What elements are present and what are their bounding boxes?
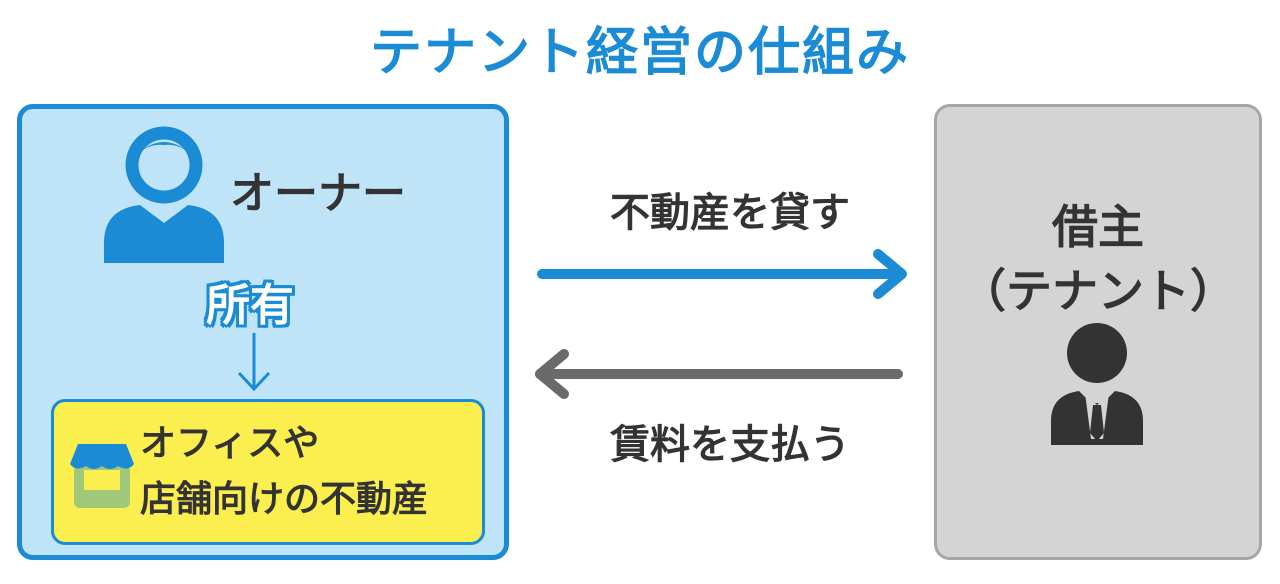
property-label: オフィスや 店舗向けの不動産: [140, 416, 428, 528]
storefront-icon: [70, 444, 134, 508]
arrow-down-icon: [237, 333, 271, 392]
pay-label: 賃料を支払う: [610, 422, 850, 468]
arrow-right-icon: [537, 249, 907, 299]
diagram-title: テナント経営の仕組み: [369, 23, 910, 83]
ownership-label: 所有: [206, 280, 294, 331]
property-label-line2: 店舗向けの不動産: [140, 479, 429, 520]
tenant-label: 借主 （テナント）: [937, 195, 1259, 323]
property-box: オフィスや 店舗向けの不動産: [51, 399, 485, 545]
arrow-left-icon: [535, 349, 903, 399]
businessman-icon: [1051, 323, 1143, 445]
tenant-label-line2: （テナント）: [960, 264, 1236, 318]
person-icon: [104, 126, 224, 263]
lend-label: 不動産を貸す: [610, 190, 850, 236]
tenant-label-line1: 借主: [1052, 200, 1144, 254]
owner-label: オーナー: [230, 168, 406, 219]
tenant-box: 借主 （テナント）: [934, 104, 1262, 560]
owner-box: オーナー 所有 オフィスや 店舗向けの不動産: [17, 104, 509, 560]
property-label-line1: オフィスや: [140, 423, 320, 464]
